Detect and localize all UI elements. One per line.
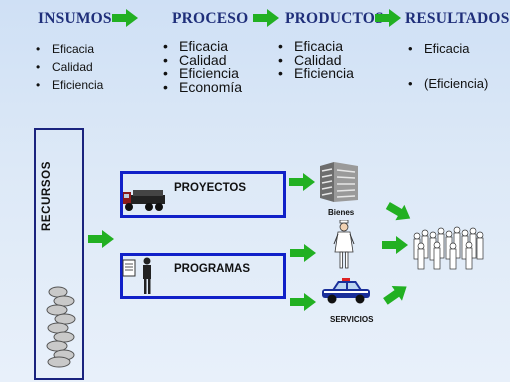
list-item: Eficiencia <box>163 66 242 81</box>
list-item: Eficiencia <box>36 76 103 94</box>
green-arrow-icon <box>88 230 114 248</box>
header-proceso: PROCESO <box>172 10 249 27</box>
list-item: Economía <box>163 80 242 95</box>
nurse-icon <box>333 220 355 269</box>
header-insumos: INSUMOS <box>38 10 112 27</box>
police-car-icon <box>322 278 370 304</box>
productos-list: Eficacia Calidad Eficiencia <box>278 39 354 81</box>
resultados-list: Eficacia (Eficiencia) <box>408 40 488 93</box>
list-item: Calidad <box>36 58 103 76</box>
recursos-box <box>34 128 84 380</box>
truck-icon <box>123 190 165 211</box>
proceso-list: Eficacia Calidad Eficiencia Economía <box>163 39 242 95</box>
programas-label: PROGRAMAS <box>174 263 251 275</box>
list-item: Calidad <box>278 53 354 68</box>
crowd-icon <box>413 226 484 270</box>
bienes-label: Bienes <box>328 208 355 217</box>
green-arrow-icon <box>290 244 316 262</box>
proyectos-box <box>120 171 286 218</box>
coins-icon <box>46 286 76 368</box>
programas-box <box>120 253 286 299</box>
servicios-label: SERVICIOS <box>330 315 374 324</box>
list-item: Eficacia <box>278 39 354 54</box>
insumos-list: Eficacia Calidad Eficiencia <box>36 40 103 94</box>
recursos-label: RECURSOS <box>41 161 53 231</box>
green-arrow-icon <box>383 286 407 305</box>
building-icon <box>320 162 358 202</box>
header-productos: PRODUCTOS <box>285 10 384 27</box>
green-arrow-icon <box>375 9 401 27</box>
header-resultados: RESULTADOS <box>405 10 510 27</box>
green-arrow-icon <box>382 236 408 254</box>
list-item: (Eficiencia) <box>408 75 488 93</box>
list-item: Calidad <box>163 53 242 68</box>
green-arrow-icon <box>289 173 315 191</box>
green-arrow-icon <box>385 202 411 221</box>
list-item: Eficacia <box>163 39 242 54</box>
green-arrow-icon <box>112 9 138 27</box>
person-document-icon <box>122 257 151 294</box>
list-item: Eficacia <box>36 40 103 58</box>
proyectos-label: PROYECTOS <box>174 182 246 194</box>
list-item: Eficacia <box>408 40 488 58</box>
green-arrow-icon <box>290 293 316 311</box>
green-arrow-icon <box>253 9 279 27</box>
list-item: Eficiencia <box>278 66 354 81</box>
